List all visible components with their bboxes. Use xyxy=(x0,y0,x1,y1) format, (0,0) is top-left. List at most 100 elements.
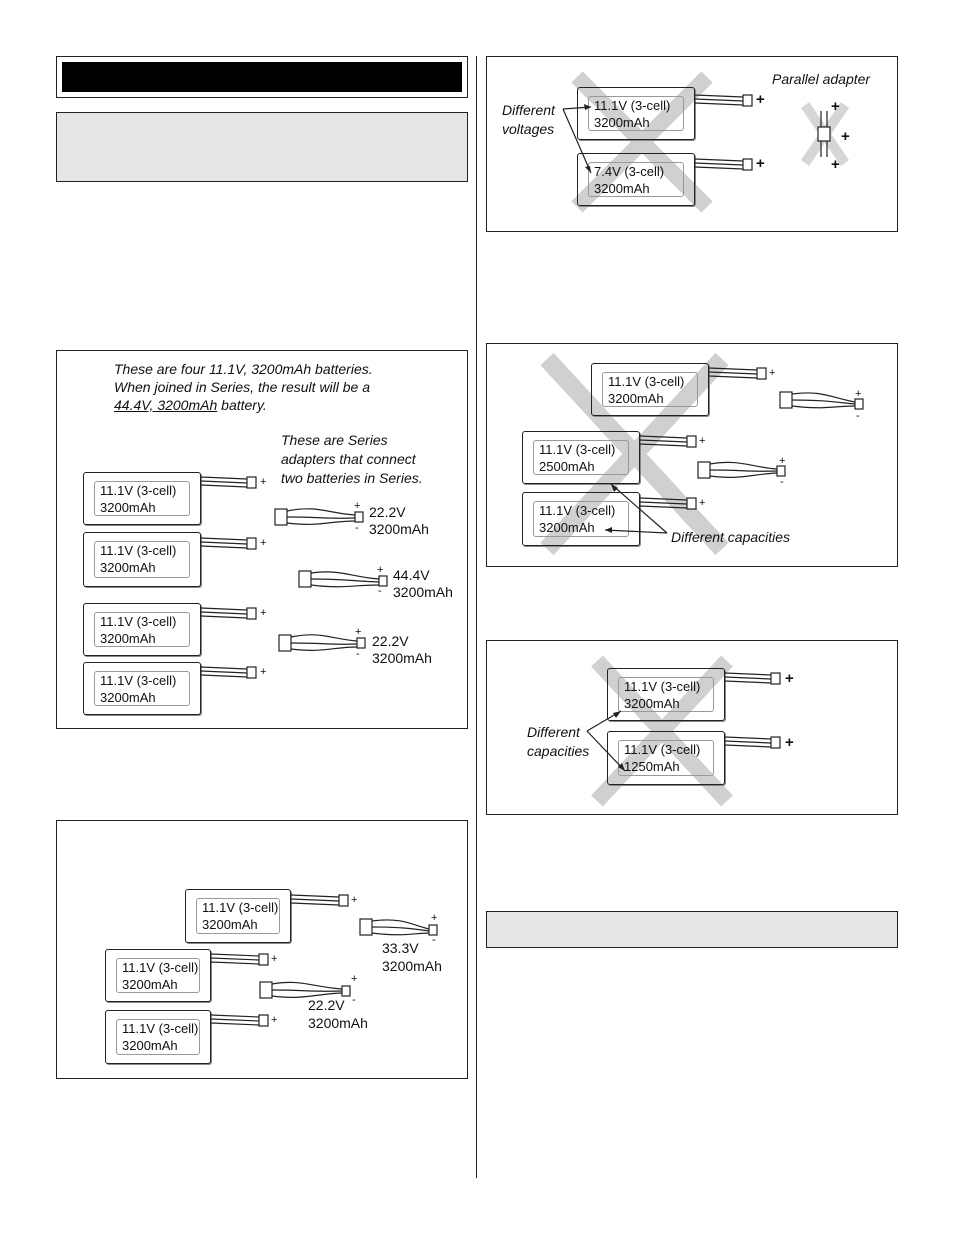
battery-capacity: 3200mAh xyxy=(100,631,156,646)
output-capacity: 3200mAh xyxy=(393,584,453,600)
battery-voltage: 7.4V (3-cell) xyxy=(594,164,665,179)
voltage-wiring-svg: + + + + + xyxy=(562,91,850,174)
minus-mark: - xyxy=(355,522,359,534)
adapter-note-line2: adapters that connect xyxy=(281,451,416,467)
minus-mark: - xyxy=(780,476,784,488)
plus-mark: + xyxy=(756,155,765,172)
plus-mark: + xyxy=(779,455,785,467)
adapter-harness xyxy=(274,508,388,652)
plus-minus-mark: + xyxy=(260,537,266,549)
plus-mark: + xyxy=(769,367,775,379)
battery-pack: 11.1V (3-cell) 2500mAh xyxy=(522,431,640,484)
plus-mark: + xyxy=(756,91,765,108)
battery-pack: 11.1V (3-cell) 3200mAh xyxy=(185,889,291,943)
plus-mark: + xyxy=(354,500,360,512)
battery-pack: 11.1V (3-cell) 3200mAh xyxy=(83,472,201,525)
prohibited-cross xyxy=(540,352,729,556)
three-series-wiring-svg: + + + + - + - xyxy=(210,894,438,1027)
plus-minus-mark: + xyxy=(260,476,266,488)
battery-capacity: 3200mAh xyxy=(202,917,258,932)
battery-capacity: 3200mAh xyxy=(608,391,664,406)
battery-capacity: 3200mAh xyxy=(100,690,156,705)
capacity-series-wiring-svg: + + + + - + - xyxy=(604,367,864,534)
series-caption-suffix: battery. xyxy=(217,397,267,413)
parallel-adapter-label: Parallel adapter xyxy=(772,71,871,87)
capacity-mismatch-parallel-figure: 11.1V (3-cell) 3200mAh 11.1V (3-cell) 12… xyxy=(486,640,898,815)
battery-capacity: 3200mAh xyxy=(624,696,680,711)
battery-capacity: 1250mAh xyxy=(624,759,680,774)
note-callout-box xyxy=(486,911,898,948)
plus-mark: + xyxy=(271,1014,277,1026)
battery-capacity: 2500mAh xyxy=(539,459,595,474)
different-capacities-label-line1: Different xyxy=(527,724,580,740)
plus-mark: + xyxy=(831,98,840,115)
output-voltage: 44.4V xyxy=(393,567,430,583)
plus-mark: + xyxy=(831,156,840,173)
polarity-marks: + + + + + - + - + - xyxy=(260,476,383,678)
info-callout-box xyxy=(56,112,468,182)
output-voltage: 33.3V xyxy=(382,940,419,956)
series-caption-line3: 44.4V, 3200mAh battery. xyxy=(114,396,267,414)
output-capacity: 3200mAh xyxy=(369,521,429,537)
column-divider xyxy=(476,56,477,1178)
battery-voltage: 11.1V (3-cell) xyxy=(594,98,671,113)
battery-pack: 11.1V (3-cell) 3200mAh xyxy=(83,603,201,656)
battery-voltage: 11.1V (3-cell) xyxy=(100,543,177,558)
plus-mark: + xyxy=(351,973,357,985)
battery-pack: 11.1V (3-cell) 3200mAh xyxy=(105,1010,211,1064)
battery-capacity: 3200mAh xyxy=(100,500,156,515)
plus-mark: + xyxy=(355,626,361,638)
adapter-note-line1: These are Series xyxy=(281,432,388,448)
battery-voltage: 11.1V (3-cell) xyxy=(624,679,701,694)
plus-mark: + xyxy=(699,435,705,447)
output-voltage: 22.2V xyxy=(369,504,406,520)
lead-wires xyxy=(200,476,248,678)
output-voltage: 22.2V xyxy=(308,997,345,1013)
battery-voltage: 11.1V (3-cell) xyxy=(122,1021,199,1036)
battery-pack: 11.1V (3-cell) 3200mAh xyxy=(591,363,709,416)
series-wiring-svg: + + + + + - + - + - xyxy=(200,476,388,679)
minus-mark: - xyxy=(432,934,436,946)
series-caption-line1: These are four 11.1V, 3200mAh batteries. xyxy=(114,361,373,377)
plus-minus-mark: + xyxy=(260,607,266,619)
output-voltage: 22.2V xyxy=(372,633,409,649)
battery-capacity: 3200mAh xyxy=(594,115,650,130)
output-capacity: 3200mAh xyxy=(382,958,442,974)
minus-mark: - xyxy=(352,994,356,1006)
minus-mark: - xyxy=(356,648,360,660)
battery-voltage: 11.1V (3-cell) xyxy=(608,374,685,389)
plus-mark: + xyxy=(855,388,861,400)
series-figure: These are four 11.1V, 3200mAh batteries.… xyxy=(56,350,468,729)
plus-mark: + xyxy=(271,953,277,965)
battery-capacity: 3200mAh xyxy=(122,1038,178,1053)
voltage-mismatch-figure: 11.1V (3-cell) 3200mAh 7.4V (3-cell) 320… xyxy=(486,56,898,232)
battery-voltage: 11.1V (3-cell) xyxy=(100,614,177,629)
battery-capacity: 3200mAh xyxy=(100,560,156,575)
battery-pack: 11.1V (3-cell) 1250mAh xyxy=(607,731,725,785)
plus-minus-mark: + xyxy=(260,666,266,678)
battery-capacity: 3200mAh xyxy=(539,520,595,535)
battery-pack: 11.1V (3-cell) 3200mAh xyxy=(522,492,640,546)
plus-mark: + xyxy=(785,734,794,751)
battery-voltage: 11.1V (3-cell) xyxy=(624,742,701,757)
adapter-note-line3: two batteries in Series. xyxy=(281,470,423,486)
minus-mark: - xyxy=(378,585,382,597)
series-caption-result: 44.4V, 3200mAh xyxy=(114,397,218,413)
battery-voltage: 11.1V (3-cell) xyxy=(100,673,177,688)
battery-voltage: 11.1V (3-cell) xyxy=(100,483,177,498)
battery-pack: 11.1V (3-cell) 3200mAh xyxy=(83,532,201,587)
three-series-figure: 11.1V (3-cell) 3200mAh 11.1V (3-cell) 32… xyxy=(56,820,468,1079)
battery-voltage: 11.1V (3-cell) xyxy=(539,503,616,518)
plus-mark: + xyxy=(841,128,850,145)
plus-mark: + xyxy=(351,894,357,906)
series-caption-line2: When joined in Series, the result will b… xyxy=(114,379,371,395)
battery-pack: 11.1V (3-cell) 3200mAh xyxy=(577,87,695,140)
section-header-bar xyxy=(62,62,462,92)
different-voltages-label-line2: voltages xyxy=(502,121,555,137)
battery-capacity: 3200mAh xyxy=(122,977,178,992)
plus-mark: + xyxy=(785,670,794,687)
plus-mark: + xyxy=(377,564,383,576)
plus-mark: + xyxy=(431,912,437,924)
output-capacity: 3200mAh xyxy=(372,650,432,666)
output-capacity: 3200mAh xyxy=(308,1015,368,1031)
